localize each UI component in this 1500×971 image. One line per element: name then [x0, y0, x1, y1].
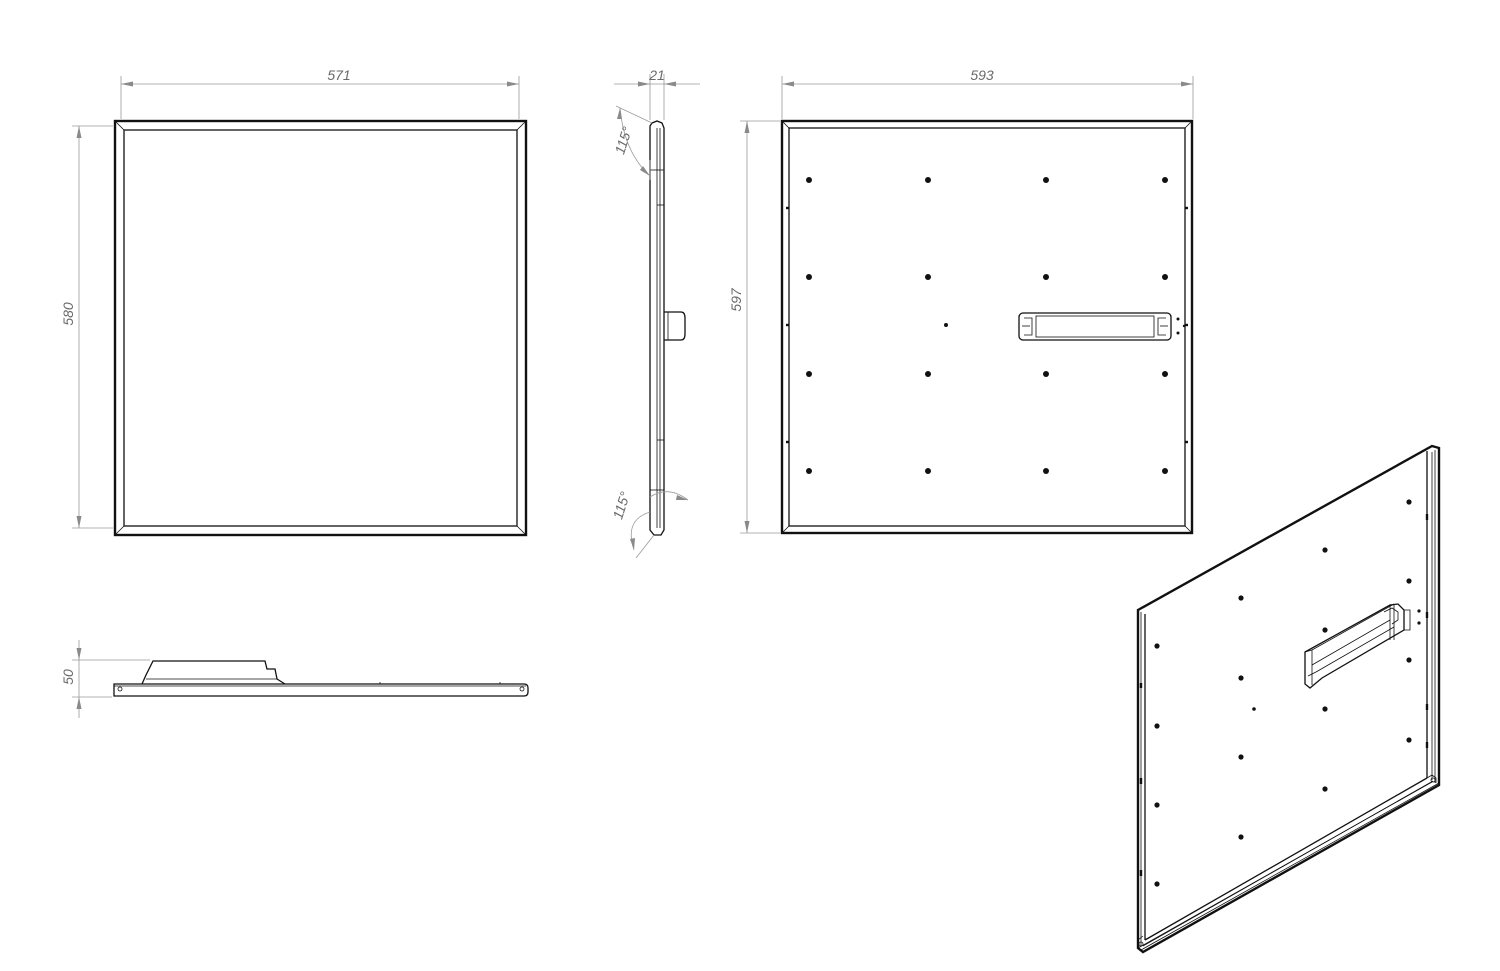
- back-width-dimension: 593: [781, 67, 1194, 119]
- back-height-dimension: 597: [728, 120, 780, 534]
- side-thickness-dimension: 21: [614, 67, 700, 120]
- side-driver-box: [664, 311, 686, 341]
- side-angle-bottom-label: 115°: [609, 489, 633, 521]
- back-width-label: 593: [970, 67, 994, 83]
- iso-mounting-holes: [1154, 499, 1421, 887]
- back-inner-frame: [788, 127, 1186, 527]
- iso-driver: [1304, 603, 1411, 689]
- bottom-driver-box: [141, 660, 286, 685]
- side-thickness-label: 21: [648, 67, 665, 83]
- front-height-dimension: 580: [60, 125, 113, 529]
- back-view: 593 597: [728, 67, 1194, 535]
- side-profile: [649, 120, 665, 536]
- front-view: 571 580: [60, 67, 528, 537]
- back-driver: [1018, 312, 1172, 341]
- back-height-label: 597: [728, 287, 744, 312]
- front-width-dimension: 571: [120, 67, 520, 119]
- side-angle-top-dimension: 115°: [611, 105, 653, 180]
- back-outer-frame: [780, 119, 1194, 535]
- back-frame-notches: [786, 206, 1188, 444]
- side-angle-bottom-dimension: 115°: [609, 489, 689, 559]
- bottom-view: 50: [60, 640, 529, 718]
- iso-panel-outline: [1136, 444, 1441, 954]
- iso-frame-notches: [1139, 514, 1429, 876]
- isometric-view: [1136, 444, 1441, 954]
- bottom-height-dimension: 50: [60, 640, 150, 718]
- front-height-label: 580: [60, 302, 76, 326]
- front-width-label: 571: [327, 67, 350, 83]
- bottom-height-label: 50: [60, 669, 76, 685]
- bottom-panel: [113, 683, 529, 697]
- front-inner-frame: [123, 129, 518, 527]
- side-view: 21 115° 115°: [609, 67, 700, 559]
- front-outer-frame: [113, 119, 528, 537]
- back-mounting-holes: [806, 177, 1186, 474]
